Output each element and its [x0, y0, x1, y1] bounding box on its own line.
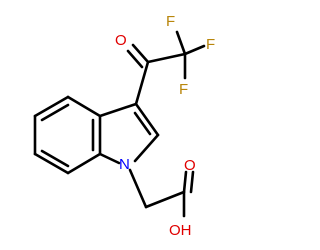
- bond: [98, 102, 138, 118]
- double-bond-inner: [133, 111, 152, 136]
- double-bond-inner: [40, 103, 70, 122]
- pyrrole-ring: [98, 102, 160, 165]
- fluorine-label: F: [206, 36, 215, 53]
- bond: [144, 190, 186, 209]
- molecule-drawing: F F F O N O OH: [33, 13, 215, 239]
- fluorine-label: F: [166, 13, 175, 30]
- bond: [183, 44, 206, 56]
- acetic-acid-group: [128, 168, 195, 218]
- bond: [66, 95, 102, 118]
- bond: [133, 133, 160, 163]
- indole-nitrogen-label: N: [119, 156, 130, 173]
- trifluoroacetyl-group: [126, 30, 206, 106]
- bond: [33, 95, 70, 118]
- carboxyl-double-bond: [189, 170, 195, 194]
- bond: [33, 152, 70, 175]
- bond: [146, 52, 187, 64]
- carbonyl-double-bond: [131, 43, 150, 64]
- bond: [98, 152, 121, 165]
- bond: [66, 152, 102, 175]
- carbonyl-double-bond: [126, 49, 144, 69]
- chemical-structure-canvas: F F F O N O OH: [33, 12, 216, 239]
- bond: [134, 102, 160, 137]
- carboxyl-oxygen-label: O: [184, 157, 196, 174]
- bond: [175, 30, 187, 56]
- carboxyl-double-bond: [182, 170, 188, 194]
- bond: [134, 60, 150, 106]
- bond: [128, 168, 148, 209]
- benzene-ring: [33, 95, 102, 175]
- hydroxyl-label: OH: [169, 222, 192, 239]
- ketone-oxygen-label: O: [115, 32, 127, 49]
- fluorine-label: F: [179, 81, 188, 98]
- double-bond-inner: [40, 149, 70, 168]
